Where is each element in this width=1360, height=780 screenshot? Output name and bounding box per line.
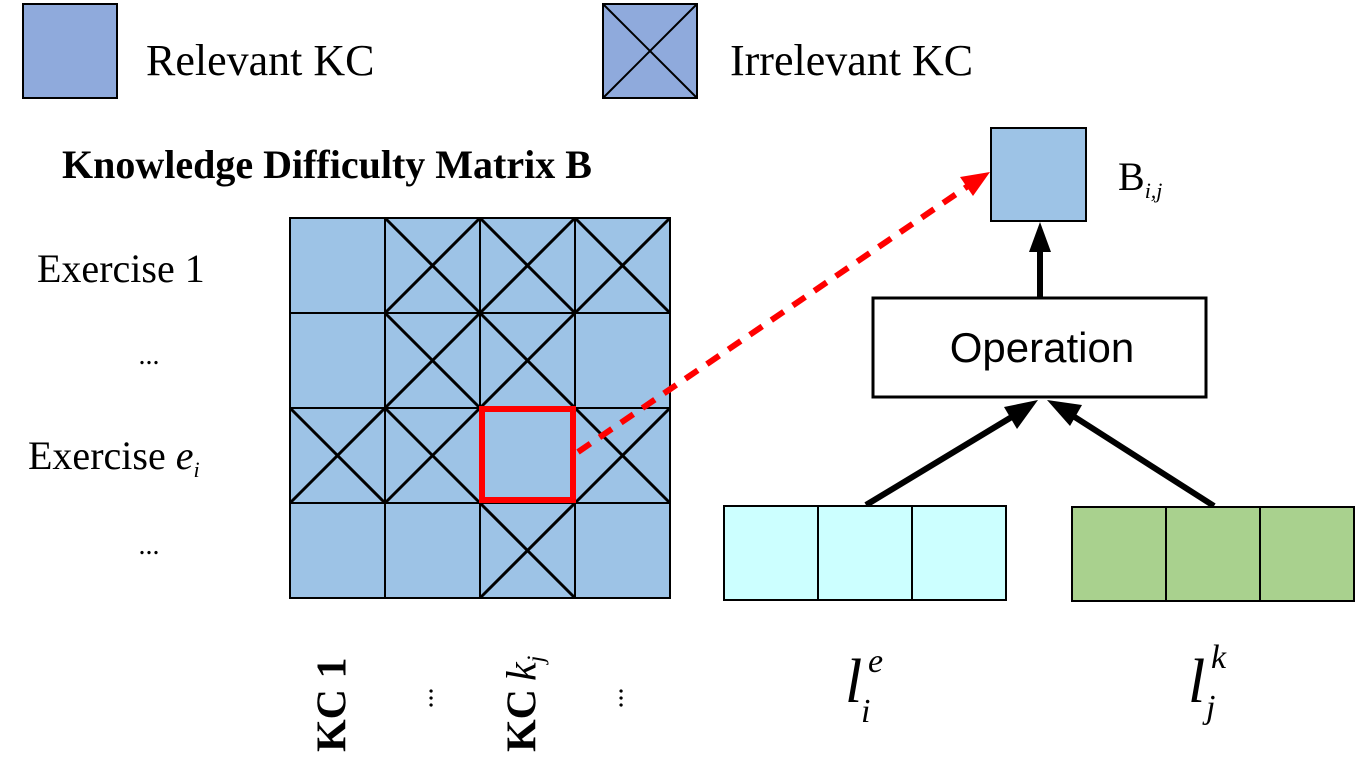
kc-vector-sup: k bbox=[1211, 639, 1227, 676]
exercise-vector-sub: i bbox=[861, 693, 870, 730]
matrix-cell-relevant bbox=[289, 217, 386, 314]
legend-irrelevant-swatch bbox=[602, 3, 698, 99]
kc-vector-base: l bbox=[1188, 648, 1205, 716]
matrix-cell-relevant bbox=[289, 312, 386, 409]
legend-irrelevant-label: Irrelevant KC bbox=[730, 36, 973, 85]
exercise-vector-label: l e i bbox=[845, 643, 883, 730]
output-label-sub: i,j bbox=[1145, 178, 1163, 203]
operation-label: Operation bbox=[950, 324, 1134, 371]
matrix-row-label: ... bbox=[139, 530, 160, 561]
matrix-cell-irrelevant bbox=[478, 311, 577, 410]
arrow-operation-to-output bbox=[1029, 222, 1051, 298]
vector-cell bbox=[1071, 506, 1167, 602]
matrix-column-label: ... bbox=[409, 688, 440, 709]
vector-cell bbox=[1259, 506, 1355, 602]
matrix-title: Knowledge Difficulty Matrix B bbox=[62, 142, 592, 187]
matrix-cell-relevant bbox=[384, 502, 481, 599]
vector-cell bbox=[911, 505, 1007, 601]
matrix-cell-relevant bbox=[479, 407, 576, 504]
exercise-vector bbox=[723, 505, 1007, 601]
matrix-cell-relevant bbox=[574, 312, 671, 409]
matrix-cell-irrelevant bbox=[478, 501, 577, 600]
matrix-cell-irrelevant bbox=[288, 406, 387, 505]
matrix-cell-relevant bbox=[289, 502, 386, 599]
matrix-cell-irrelevant bbox=[383, 311, 482, 410]
vector-cell bbox=[1165, 506, 1261, 602]
legend-relevant-swatch bbox=[22, 3, 118, 99]
matrix-cell-irrelevant bbox=[573, 216, 672, 315]
vector-cell bbox=[723, 505, 819, 601]
exercise-vector-sup: e bbox=[868, 643, 883, 680]
legend: Relevant KC Irrelevant KC bbox=[22, 3, 973, 99]
knowledge-difficulty-matrix bbox=[288, 216, 672, 600]
arrow-exercise-to-operation bbox=[864, 400, 1038, 508]
output-cell: Bi,j bbox=[990, 127, 1162, 222]
exercise-vector-base: l bbox=[845, 648, 862, 716]
kc-vector-label: l k j bbox=[1188, 639, 1227, 726]
matrix-row-label: Exercise 1 bbox=[37, 246, 205, 291]
legend-relevant-label: Relevant KC bbox=[146, 36, 375, 85]
output-label: Bi,j bbox=[1118, 154, 1162, 203]
matrix-row-label: ... bbox=[139, 340, 160, 371]
matrix-column-label: KC 1 bbox=[310, 658, 356, 753]
kc-vector bbox=[1071, 506, 1355, 602]
dotted-arrow bbox=[576, 172, 990, 455]
arrow-kc-to-operation bbox=[1047, 400, 1216, 509]
matrix-cell-irrelevant bbox=[383, 216, 482, 315]
matrix-cell-relevant bbox=[574, 502, 671, 599]
vector-cell bbox=[817, 505, 913, 601]
matrix-cell-irrelevant bbox=[478, 216, 577, 315]
matrix-column-labels: KC 1... KCkj... bbox=[310, 655, 630, 752]
highlighted-cell bbox=[479, 406, 576, 503]
matrix-column-label: ... bbox=[599, 688, 630, 709]
matrix-cell-irrelevant bbox=[383, 406, 482, 505]
operation-box: Operation bbox=[871, 296, 1208, 399]
matrix-column-label: KCkj bbox=[500, 655, 550, 752]
kc-vector-sub: j bbox=[1202, 689, 1215, 726]
